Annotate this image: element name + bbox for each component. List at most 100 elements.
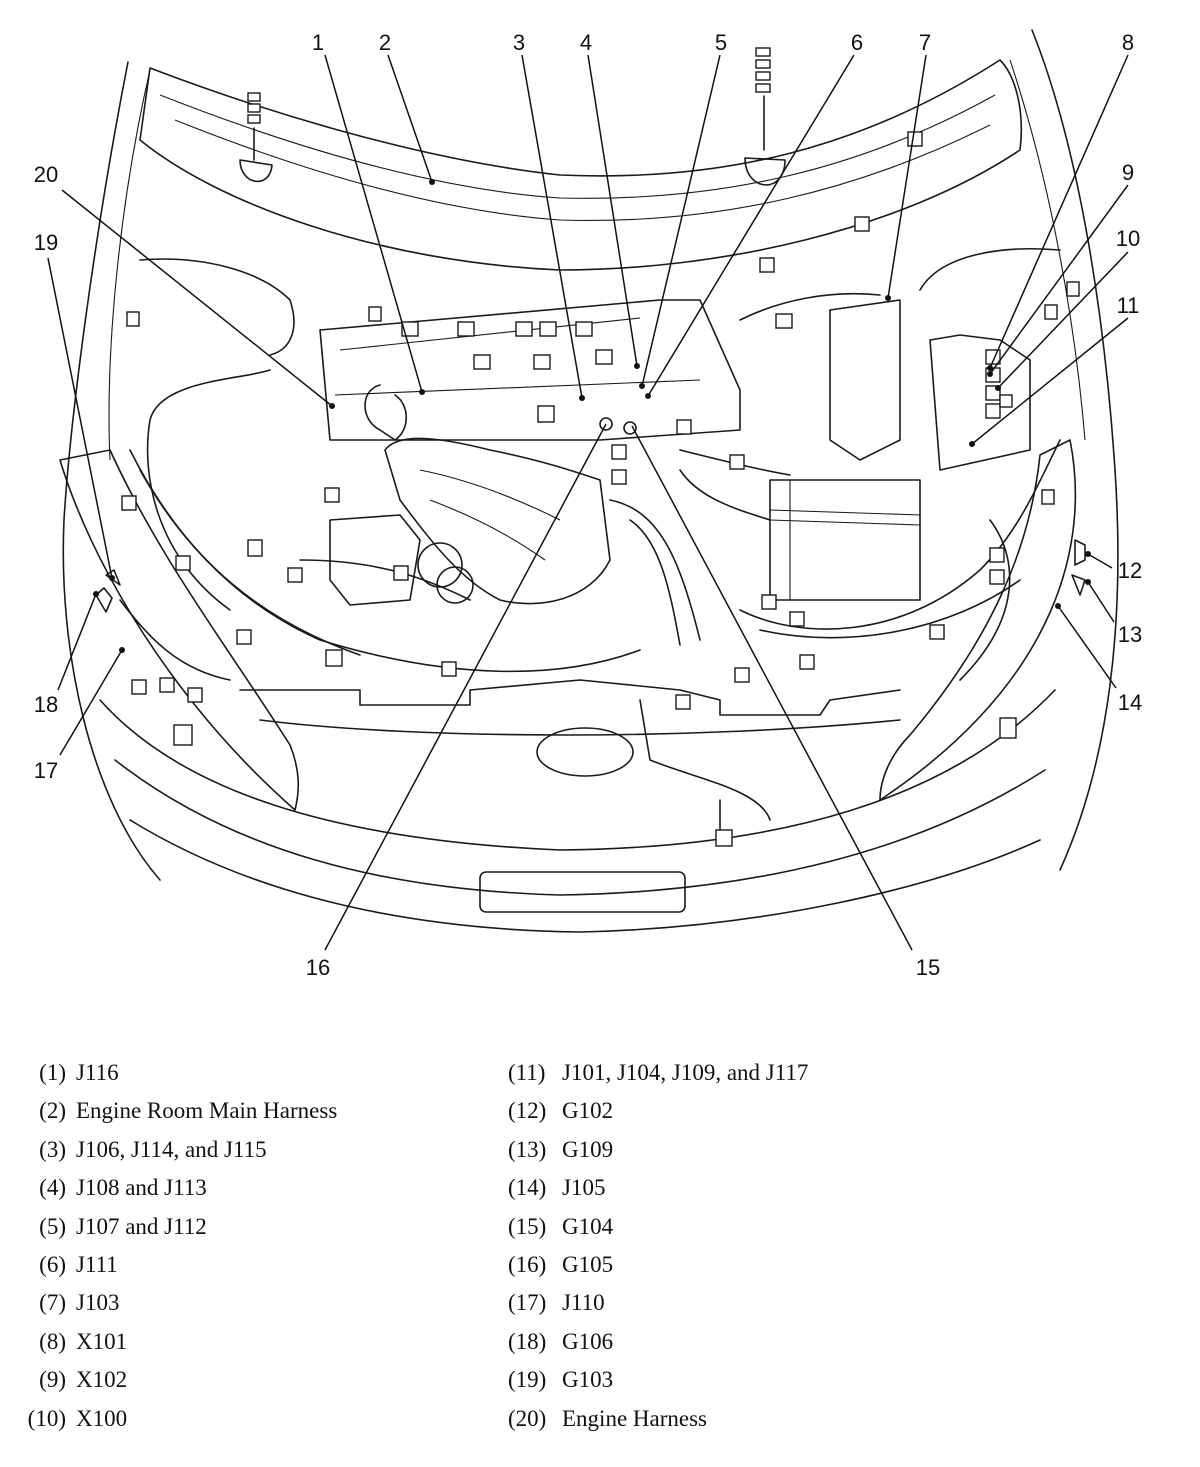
ignition-coils bbox=[401, 321, 613, 370]
fuse-box bbox=[829, 299, 901, 461]
leader-8 bbox=[989, 54, 1129, 369]
legend-index: (15) bbox=[508, 1213, 547, 1239]
ground-g109-terminal bbox=[1071, 574, 1086, 596]
legend-item: (20)Engine Harness bbox=[508, 1406, 1108, 1444]
legend-index: (11) bbox=[508, 1060, 546, 1085]
callout-11: 11 bbox=[1117, 293, 1140, 318]
ground-g106-terminal bbox=[95, 587, 113, 613]
legend-index: (5) bbox=[39, 1213, 66, 1239]
legend-item: (19) G103 bbox=[508, 1367, 1108, 1405]
legend-item: (5) J107 and J112 bbox=[0, 1214, 480, 1252]
leader-12 bbox=[1087, 553, 1113, 569]
callout-19: 19 bbox=[34, 230, 58, 255]
engine-room-harness-diagram: 1 2 3 4 5 6 7 8 9 10 11 12 13 14 15 16 1… bbox=[34, 29, 1142, 980]
leader-20 bbox=[61, 189, 333, 407]
legend-column-right: (11)J101, J104, J109, and J117 (12)G102 … bbox=[508, 1060, 1108, 1444]
legend-item: (18)G106 bbox=[508, 1329, 1108, 1367]
leader-lines bbox=[47, 54, 1129, 951]
license-plate-recess bbox=[479, 871, 686, 913]
legend-label: J111 bbox=[76, 1251, 118, 1277]
leader-14 bbox=[1057, 605, 1117, 689]
leader-15 bbox=[631, 425, 913, 951]
front-bumper bbox=[99, 689, 1056, 851]
legend-index: (6) bbox=[39, 1251, 66, 1277]
legend-label: J106, J114, and J115 bbox=[76, 1136, 267, 1162]
right-wiper-pivot bbox=[744, 47, 786, 186]
callout-16: 16 bbox=[306, 955, 330, 980]
leader-9 bbox=[989, 184, 1129, 375]
valve-cover bbox=[319, 299, 741, 441]
legend-index: (10) bbox=[27, 1405, 66, 1431]
right-fender-line bbox=[1031, 29, 1119, 871]
leader-19 bbox=[47, 257, 113, 579]
legend-index: (16) bbox=[508, 1251, 547, 1277]
legend-label: Engine Harness bbox=[562, 1405, 707, 1431]
leader-2 bbox=[387, 54, 433, 183]
legend-item: (10) X100 bbox=[0, 1406, 480, 1444]
leader-17 bbox=[59, 649, 123, 756]
legend-item: (16) G105 bbox=[508, 1252, 1108, 1290]
leader-1 bbox=[324, 54, 423, 393]
leader-18 bbox=[57, 593, 97, 691]
callout-5: 5 bbox=[715, 30, 727, 55]
callout-2: 2 bbox=[379, 30, 391, 55]
legend-item: (1)J116 bbox=[0, 1060, 480, 1098]
legend-item: (17) J110 bbox=[508, 1290, 1108, 1328]
callout-12: 12 bbox=[1118, 558, 1142, 583]
legend-label: J107 and J112 bbox=[76, 1213, 207, 1239]
emblem bbox=[536, 727, 634, 777]
legend-item: (9) X102 bbox=[0, 1367, 480, 1405]
legend-index: (19) bbox=[508, 1367, 547, 1393]
callout-4: 4 bbox=[580, 30, 592, 55]
leader-11 bbox=[971, 317, 1129, 445]
legend-index: (14) bbox=[508, 1175, 547, 1201]
legend-index: (12) bbox=[508, 1098, 547, 1124]
legend-index: (1) bbox=[39, 1060, 66, 1085]
callout-15: 15 bbox=[916, 955, 940, 980]
callout-legend: (1)J116 (2)Engine Room Main Harness (3)J… bbox=[0, 1060, 1200, 1460]
legend-label: X102 bbox=[76, 1367, 128, 1393]
legend-label: X100 bbox=[76, 1405, 128, 1431]
legend-item: (7) J103 bbox=[0, 1290, 480, 1328]
ground-g102-terminal bbox=[1074, 539, 1086, 566]
legend-label: X101 bbox=[76, 1328, 128, 1354]
legend-label: J110 bbox=[562, 1290, 605, 1316]
callout-17: 17 bbox=[34, 758, 58, 783]
left-wiper-pivot bbox=[239, 92, 273, 183]
legend-index: (9) bbox=[39, 1367, 66, 1393]
legend-label: J103 bbox=[76, 1290, 120, 1316]
legend-label: Engine Room Main Harness bbox=[76, 1098, 338, 1124]
legend-index: (17) bbox=[508, 1290, 547, 1316]
legend-item: (4)J108 and J113 bbox=[0, 1175, 480, 1213]
legend-index: (13) bbox=[508, 1136, 547, 1162]
legend-item: (13)G109 bbox=[508, 1137, 1108, 1175]
callout-20: 20 bbox=[34, 162, 58, 187]
legend-label: G103 bbox=[562, 1367, 614, 1393]
callout-18: 18 bbox=[34, 692, 58, 717]
main-harness-run bbox=[739, 439, 1061, 630]
callout-9: 9 bbox=[1122, 160, 1134, 185]
harness-connectors bbox=[121, 131, 1080, 847]
leader-16 bbox=[324, 423, 607, 951]
callout-8: 8 bbox=[1122, 30, 1134, 55]
legend-item: (15)G104 bbox=[508, 1214, 1108, 1252]
legend-item: (6) J111 bbox=[0, 1252, 480, 1290]
legend-label: G105 bbox=[562, 1251, 614, 1277]
legend-index: (4) bbox=[39, 1175, 66, 1201]
legend-index: (8) bbox=[39, 1328, 66, 1354]
legend-item: (8) X101 bbox=[0, 1329, 480, 1367]
callout-7: 7 bbox=[919, 30, 931, 55]
legend-item: (3)J106, J114, and J115 bbox=[0, 1137, 480, 1175]
leader-10 bbox=[997, 251, 1129, 389]
legend-label: J105 bbox=[562, 1175, 606, 1201]
vehicle-illustration bbox=[59, 29, 1119, 933]
right-headlamp bbox=[879, 439, 1077, 801]
legend-index: (7) bbox=[39, 1290, 66, 1316]
legend-label: G102 bbox=[562, 1098, 614, 1124]
radiator-support bbox=[239, 679, 901, 716]
legend-index: (18) bbox=[508, 1328, 547, 1354]
leader-5 bbox=[641, 54, 721, 387]
legend-column-left: (1)J116 (2)Engine Room Main Harness (3)J… bbox=[0, 1060, 480, 1444]
left-fender-line bbox=[62, 61, 161, 881]
leader-7 bbox=[887, 54, 927, 299]
